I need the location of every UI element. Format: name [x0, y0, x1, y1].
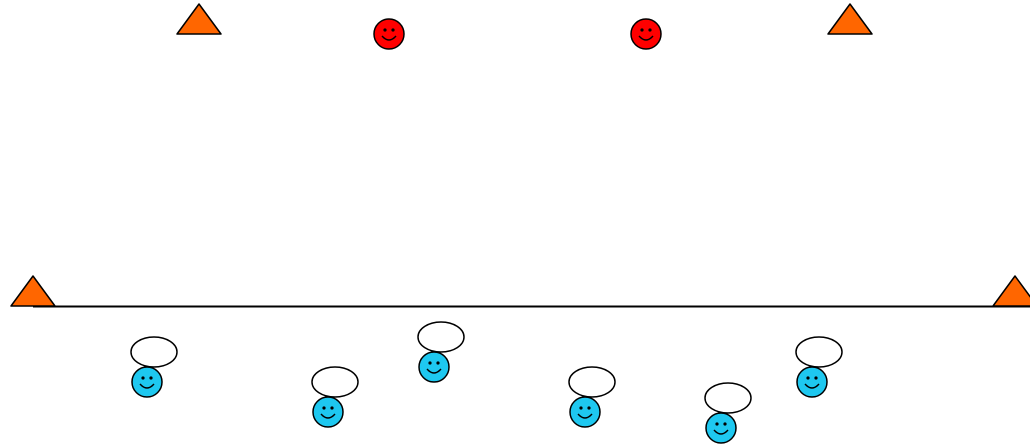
right-eye [723, 422, 727, 426]
cone-triangle-icon [992, 275, 1030, 307]
left-eye [806, 376, 810, 380]
cone-triangle-icon [10, 275, 56, 307]
smile [577, 413, 593, 419]
ball-ellipse-icon [704, 382, 752, 414]
right-eye [648, 28, 652, 32]
ball-ellipse-icon [311, 366, 359, 398]
left-eye [640, 28, 644, 32]
blue-player-smiley-face-icon [418, 351, 450, 383]
face-circle [131, 366, 163, 398]
blue-player-smiley-face-icon [569, 396, 601, 428]
right-eye [391, 28, 395, 32]
ball-ellipse-icon [795, 336, 843, 368]
cone-triangle-icon [827, 3, 873, 35]
blue-player-smiley-face-icon [312, 396, 344, 428]
red-player-smiley-face-icon [630, 18, 662, 50]
right-eye [436, 361, 440, 365]
left-eye [428, 361, 432, 365]
smile [381, 35, 397, 41]
right-eye [330, 406, 334, 410]
smile [426, 368, 442, 374]
right-eye [587, 406, 591, 410]
face-circle [418, 351, 450, 383]
face-circle [373, 18, 405, 50]
face-circle [312, 396, 344, 428]
face-circle [630, 18, 662, 50]
ball-ellipse-icon [568, 366, 616, 398]
ball-ellipse-icon [130, 336, 178, 368]
smile [804, 383, 820, 389]
face-circle [796, 366, 828, 398]
smile [320, 413, 336, 419]
left-eye [322, 406, 326, 410]
left-eye [383, 28, 387, 32]
right-eye [814, 376, 818, 380]
left-eye [141, 376, 145, 380]
smile [638, 35, 654, 41]
smile [713, 429, 729, 435]
right-eye [149, 376, 153, 380]
face-circle [569, 396, 601, 428]
ball-ellipse-icon [417, 321, 465, 353]
smile [139, 383, 155, 389]
blue-player-smiley-face-icon [796, 366, 828, 398]
red-player-smiley-face-icon [373, 18, 405, 50]
blue-player-smiley-face-icon [705, 412, 737, 444]
blue-player-smiley-face-icon [131, 366, 163, 398]
face-circle [705, 412, 737, 444]
left-eye [715, 422, 719, 426]
cone-triangle-icon [176, 3, 222, 35]
left-eye [579, 406, 583, 410]
